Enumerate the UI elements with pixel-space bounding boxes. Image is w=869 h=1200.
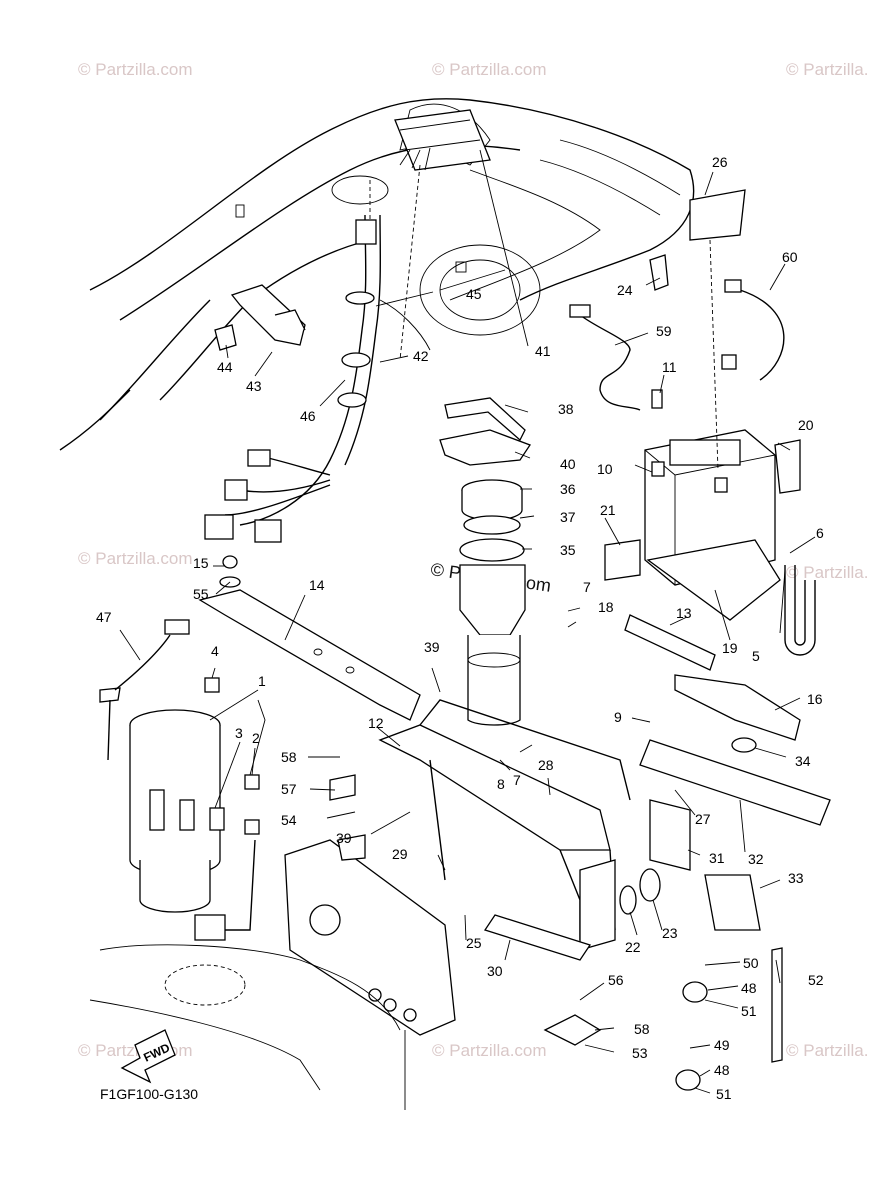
bracket-43 bbox=[214, 284, 306, 351]
callout-51: 51 bbox=[716, 1086, 732, 1102]
vent-hose bbox=[784, 565, 816, 656]
callout-30: 30 bbox=[487, 963, 503, 979]
watermark: © Partzilla.com bbox=[786, 563, 869, 582]
callout-54: 54 bbox=[281, 812, 297, 828]
callout-38: 38 bbox=[558, 401, 574, 417]
callout-43: 43 bbox=[246, 378, 262, 394]
clamps bbox=[329, 774, 783, 1091]
callout-23: 23 bbox=[662, 925, 678, 941]
callout-37: 37 bbox=[560, 509, 576, 525]
leader-lines bbox=[119, 149, 816, 1094]
callout-13: 13 bbox=[676, 605, 692, 621]
callout-11: 11 bbox=[662, 359, 677, 375]
callout-26: 26 bbox=[712, 154, 728, 170]
callout-28: 28 bbox=[538, 757, 554, 773]
hull-deck-outline bbox=[59, 98, 695, 451]
watermark: © Partzilla.com bbox=[786, 1041, 869, 1060]
battery bbox=[644, 429, 781, 621]
callout-12: 12 bbox=[368, 715, 384, 731]
callout-59: 59 bbox=[656, 323, 672, 339]
callout-47: 47 bbox=[96, 609, 112, 625]
fuel-pump bbox=[99, 619, 260, 941]
callout-42: 42 bbox=[413, 348, 429, 364]
callout-52: 52 bbox=[808, 972, 824, 988]
callout-2: 2 bbox=[252, 730, 260, 746]
rings bbox=[619, 737, 757, 915]
callout-55: 55 bbox=[193, 586, 209, 602]
callout-32: 32 bbox=[748, 851, 764, 867]
callout-9: 9 bbox=[614, 709, 622, 725]
callout-5: 5 bbox=[752, 648, 760, 664]
callout-20: 20 bbox=[798, 417, 814, 433]
callout-7: 7 bbox=[513, 772, 521, 788]
callout-57: 57 bbox=[281, 781, 297, 797]
callout-27: 27 bbox=[695, 811, 711, 827]
callout-58: 58 bbox=[634, 1021, 650, 1037]
watermark: © Partzilla.com bbox=[78, 1041, 193, 1060]
callout-21: 21 bbox=[600, 502, 616, 518]
callout-40: 40 bbox=[560, 456, 576, 472]
watermark: © Partzilla.com bbox=[78, 60, 193, 79]
callout-39: 39 bbox=[424, 639, 440, 655]
callout-19: 19 bbox=[722, 640, 738, 656]
watermark: © Partzilla.com bbox=[786, 60, 869, 79]
callout-53: 53 bbox=[632, 1045, 648, 1061]
frame-12 bbox=[378, 699, 631, 951]
callout-1: 1 bbox=[258, 673, 266, 689]
callout-50: 50 bbox=[743, 955, 759, 971]
filler-hose bbox=[239, 164, 421, 526]
tank-straps bbox=[439, 397, 531, 466]
callout-14: 14 bbox=[309, 577, 325, 593]
callout-labels: 1 2 3 4 5 6 7 7 8 9 10 11 12 13 14 15 16… bbox=[96, 154, 824, 1102]
callout-33: 33 bbox=[788, 870, 804, 886]
lower-hull-outline bbox=[89, 944, 406, 1110]
bracket-13-16 bbox=[624, 614, 801, 741]
callout-18: 18 bbox=[598, 599, 614, 615]
callout-35: 35 bbox=[560, 542, 576, 558]
callout-44: 44 bbox=[217, 359, 233, 375]
callout-25: 25 bbox=[466, 935, 482, 951]
callout-46: 46 bbox=[300, 408, 316, 424]
callout-3: 3 bbox=[235, 725, 243, 741]
callout-58: 58 bbox=[281, 749, 297, 765]
callout-16: 16 bbox=[807, 691, 823, 707]
callout-36: 36 bbox=[560, 481, 576, 497]
callout-22: 22 bbox=[625, 939, 641, 955]
callout-29: 29 bbox=[392, 846, 408, 862]
callout-48: 48 bbox=[741, 980, 757, 996]
callout-56: 56 bbox=[608, 972, 624, 988]
wire-harness bbox=[204, 449, 331, 543]
callout-41: 41 bbox=[535, 343, 551, 359]
callout-48: 48 bbox=[714, 1062, 730, 1078]
callout-34: 34 bbox=[795, 753, 811, 769]
callout-15: 15 bbox=[193, 555, 209, 571]
watermark: © Partzilla.com bbox=[432, 1041, 547, 1060]
plate-21 bbox=[604, 539, 641, 581]
diagram-code: F1GF100-G130 bbox=[100, 1086, 198, 1102]
control-box bbox=[284, 839, 456, 1036]
watermark: © Partzilla.com bbox=[432, 60, 547, 79]
callout-8: 8 bbox=[497, 776, 505, 792]
callout-24: 24 bbox=[617, 282, 633, 298]
callout-7: 7 bbox=[583, 579, 591, 595]
battery-cables bbox=[569, 279, 785, 411]
callout-31: 31 bbox=[709, 850, 725, 866]
fuel-tank bbox=[459, 479, 526, 726]
fwd-arrow: FWD bbox=[120, 1029, 176, 1084]
top-module bbox=[394, 109, 491, 171]
callout-51: 51 bbox=[741, 1003, 757, 1019]
pads bbox=[483, 739, 831, 961]
callout-6: 6 bbox=[816, 525, 824, 541]
watermark: © Partzilla.com bbox=[78, 549, 193, 568]
callout-60: 60 bbox=[782, 249, 798, 265]
callout-49: 49 bbox=[714, 1037, 730, 1053]
callout-39: 39 bbox=[336, 830, 352, 846]
callout-10: 10 bbox=[597, 461, 613, 477]
callout-4: 4 bbox=[211, 643, 219, 659]
callout-45: 45 bbox=[466, 286, 482, 302]
